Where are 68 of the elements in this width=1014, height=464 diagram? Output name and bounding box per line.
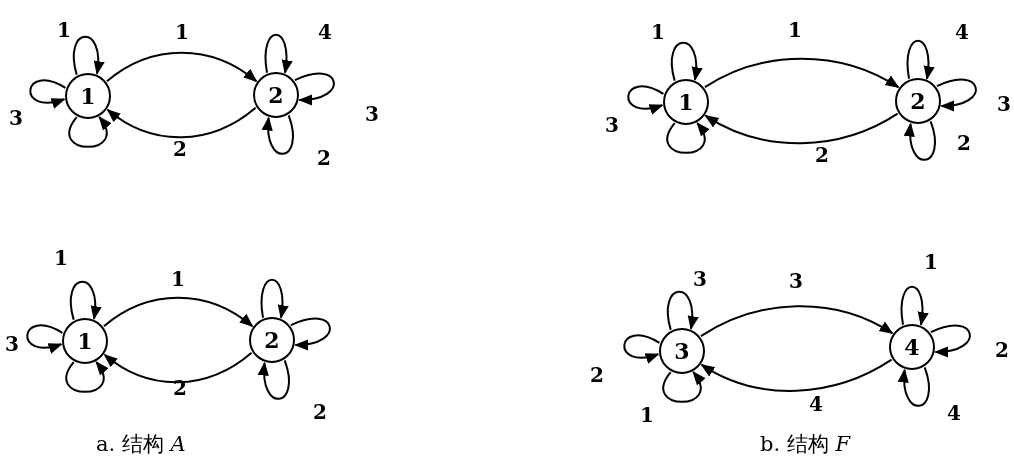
arrow: [105, 51, 258, 83]
edge-label: 2: [590, 365, 604, 385]
self-loop-arrow: [72, 35, 104, 76]
edge-label: 2: [995, 340, 1009, 360]
self-loop-arrow: [65, 361, 108, 393]
state-circle: 3: [659, 328, 705, 374]
self-loop-arrow: [900, 285, 929, 327]
state-circle: 4: [889, 324, 935, 370]
self-loop-arrow: [670, 41, 702, 82]
state-circle: 2: [253, 72, 299, 118]
arrow: [703, 57, 900, 89]
self-loop-arrow: [929, 324, 971, 357]
edge-label: 3: [365, 104, 379, 124]
edge-label: 3: [997, 94, 1011, 114]
state-circle: 2: [249, 317, 295, 363]
self-loop-arrow: [260, 278, 289, 320]
edge-label: 4: [955, 22, 969, 42]
self-loop-arrow: [69, 280, 101, 321]
edge-label: 2: [815, 145, 829, 165]
edge-label: 1: [57, 20, 71, 40]
edge-label: 1: [54, 248, 68, 268]
arrow: [699, 305, 894, 338]
self-loop-arrow: [666, 122, 709, 154]
self-loop-arrow: [29, 79, 67, 108]
self-loop-arrow: [623, 334, 661, 363]
self-loop-arrow: [258, 359, 290, 400]
arrow: [106, 106, 257, 139]
edge-label: 2: [317, 148, 331, 168]
self-loop-arrow: [262, 114, 294, 155]
edge-label: 3: [605, 115, 619, 135]
edge-label: 3: [789, 271, 803, 291]
edge-label: 3: [5, 334, 19, 354]
state-circle: 2: [895, 78, 941, 124]
edge-label: 3: [693, 269, 707, 289]
self-loop-arrow: [293, 72, 335, 105]
self-loop-arrow: [935, 78, 977, 111]
state-circle: 1: [663, 79, 709, 125]
edge-label: 1: [171, 269, 185, 289]
self-loop-arrow: [68, 116, 111, 148]
edge-label: 1: [640, 405, 654, 425]
self-loop-arrow: [906, 39, 935, 81]
edge-label: 2: [313, 402, 327, 422]
self-loop-arrow: [898, 366, 930, 407]
self-loop-arrow: [904, 120, 936, 161]
state-circle: 1: [62, 318, 108, 364]
edge-label: 2: [957, 133, 971, 153]
self-loop-arrow: [627, 85, 665, 114]
self-loop-arrow: [264, 33, 293, 75]
figure-caption: b. 结构 F: [760, 432, 851, 456]
self-loop-arrow: [289, 317, 331, 350]
self-loop-arrow: [662, 371, 705, 403]
state-circle: 1: [65, 73, 111, 119]
arrow: [103, 351, 253, 384]
self-loop-arrow: [26, 324, 64, 353]
edge-label: 1: [788, 20, 802, 40]
edge-label: 4: [947, 403, 961, 423]
self-loop-arrow: [666, 290, 698, 331]
edge-label: 1: [651, 22, 665, 42]
edge-label: 3: [9, 108, 23, 128]
arrow: [700, 358, 893, 392]
edge-label: 1: [924, 252, 938, 272]
arrow: [704, 112, 899, 145]
figure-caption: a. 结构 A: [96, 432, 186, 456]
arrow: [102, 296, 254, 328]
edge-label: 1: [175, 22, 189, 42]
edge-label: 4: [809, 394, 823, 414]
edge-label: 4: [318, 22, 332, 42]
edge-label: 2: [173, 139, 187, 159]
